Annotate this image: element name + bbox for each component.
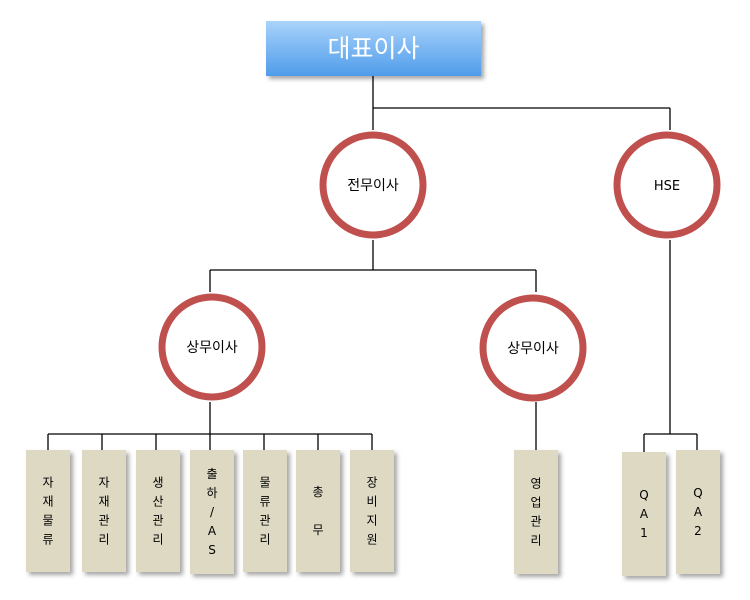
managing-director-left-circle <box>158 293 266 401</box>
department-box-rect <box>622 452 666 576</box>
department-box-rect <box>350 450 394 572</box>
department-box-rect <box>82 450 126 572</box>
senior-director-circle <box>319 131 427 239</box>
department-box-rect <box>190 450 234 574</box>
department-box-rect <box>26 450 70 572</box>
managing-director-right-circle <box>479 294 587 402</box>
ceo-box <box>266 21 481 76</box>
managing-director-right-node: 상무이사 <box>479 294 587 402</box>
department-box-rect <box>514 450 558 574</box>
managing-director-left-node: 상무이사 <box>158 293 266 401</box>
department-box-rect <box>296 450 340 572</box>
managing-director-left-label: 상무이사 <box>186 340 238 356</box>
senior-director-node: 전무이사 <box>319 131 427 239</box>
connector-lines <box>47 76 698 452</box>
hse-circle <box>613 131 721 239</box>
managing-director-right-label: 상무이사 <box>507 341 559 357</box>
ceo-node: 대표이사 <box>266 21 481 76</box>
ceo-label: 대표이사 <box>327 34 419 63</box>
senior-director-label: 전무이사 <box>347 178 399 194</box>
department-box-rect <box>136 450 180 572</box>
hse-label: HSE <box>654 179 680 194</box>
department-label: 총 무 <box>312 485 323 537</box>
department-box-rect <box>676 450 720 574</box>
department-box: 총 무 <box>296 450 340 572</box>
hse-node: HSE <box>613 131 721 239</box>
department-box-rect <box>243 450 287 572</box>
